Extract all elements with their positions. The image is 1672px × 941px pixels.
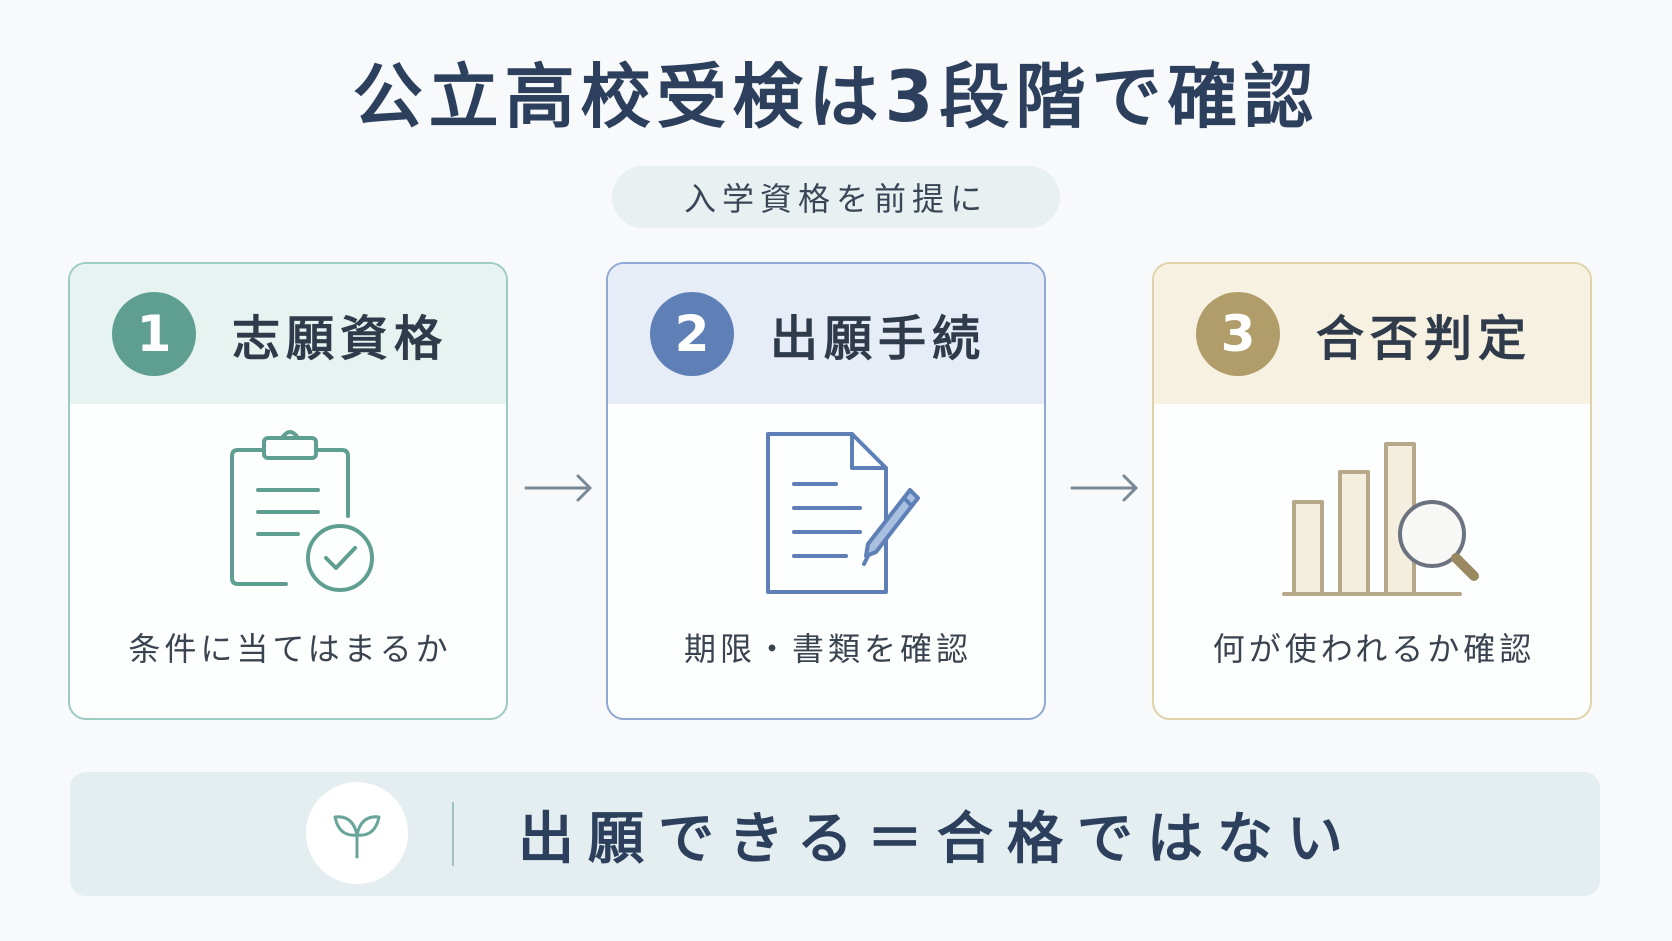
- step-card-header: 1 志願資格: [70, 264, 506, 404]
- step-number-badge: 1: [112, 292, 196, 376]
- step-description: 何が使われるか確認: [1212, 630, 1536, 668]
- banner-divider: [452, 802, 454, 866]
- step-card-3: 3 合否判定 何が使われるか確認: [1152, 262, 1592, 720]
- chart-magnifier-icon: [1154, 424, 1590, 604]
- note-banner: 出願できる＝合格ではない: [70, 772, 1600, 896]
- clipboard-check-icon: [70, 424, 506, 604]
- page-title: 公立高校受検は3段階で確認: [352, 56, 1320, 138]
- step-number-badge: 3: [1196, 292, 1280, 376]
- arrow-right-icon: [1070, 474, 1138, 502]
- step-title: 合否判定: [1316, 311, 1533, 367]
- step-number-badge: 2: [650, 292, 734, 376]
- step-description: 期限・書類を確認: [683, 630, 972, 668]
- step-description: 条件に当てはまるか: [128, 630, 452, 668]
- step-card-2: 2 出願手続 期限・書類を確認: [606, 262, 1046, 720]
- subtitle-pill: 入学資格を前提に: [612, 166, 1060, 228]
- arrow-right-icon: [524, 474, 592, 502]
- step-card-header: 2 出願手続: [608, 264, 1044, 404]
- step-card-1: 1 志願資格 条件に当てはまるか: [68, 262, 508, 720]
- step-card-header: 3 合否判定: [1154, 264, 1590, 404]
- subtitle-text: 入学資格を前提に: [683, 180, 988, 218]
- step-title: 志願資格: [232, 311, 449, 367]
- banner-message: 出願できる＝合格ではない: [518, 806, 1357, 872]
- document-pen-icon: [608, 424, 1044, 604]
- sprout-icon: [306, 782, 408, 884]
- step-title: 出願手続: [770, 311, 987, 367]
